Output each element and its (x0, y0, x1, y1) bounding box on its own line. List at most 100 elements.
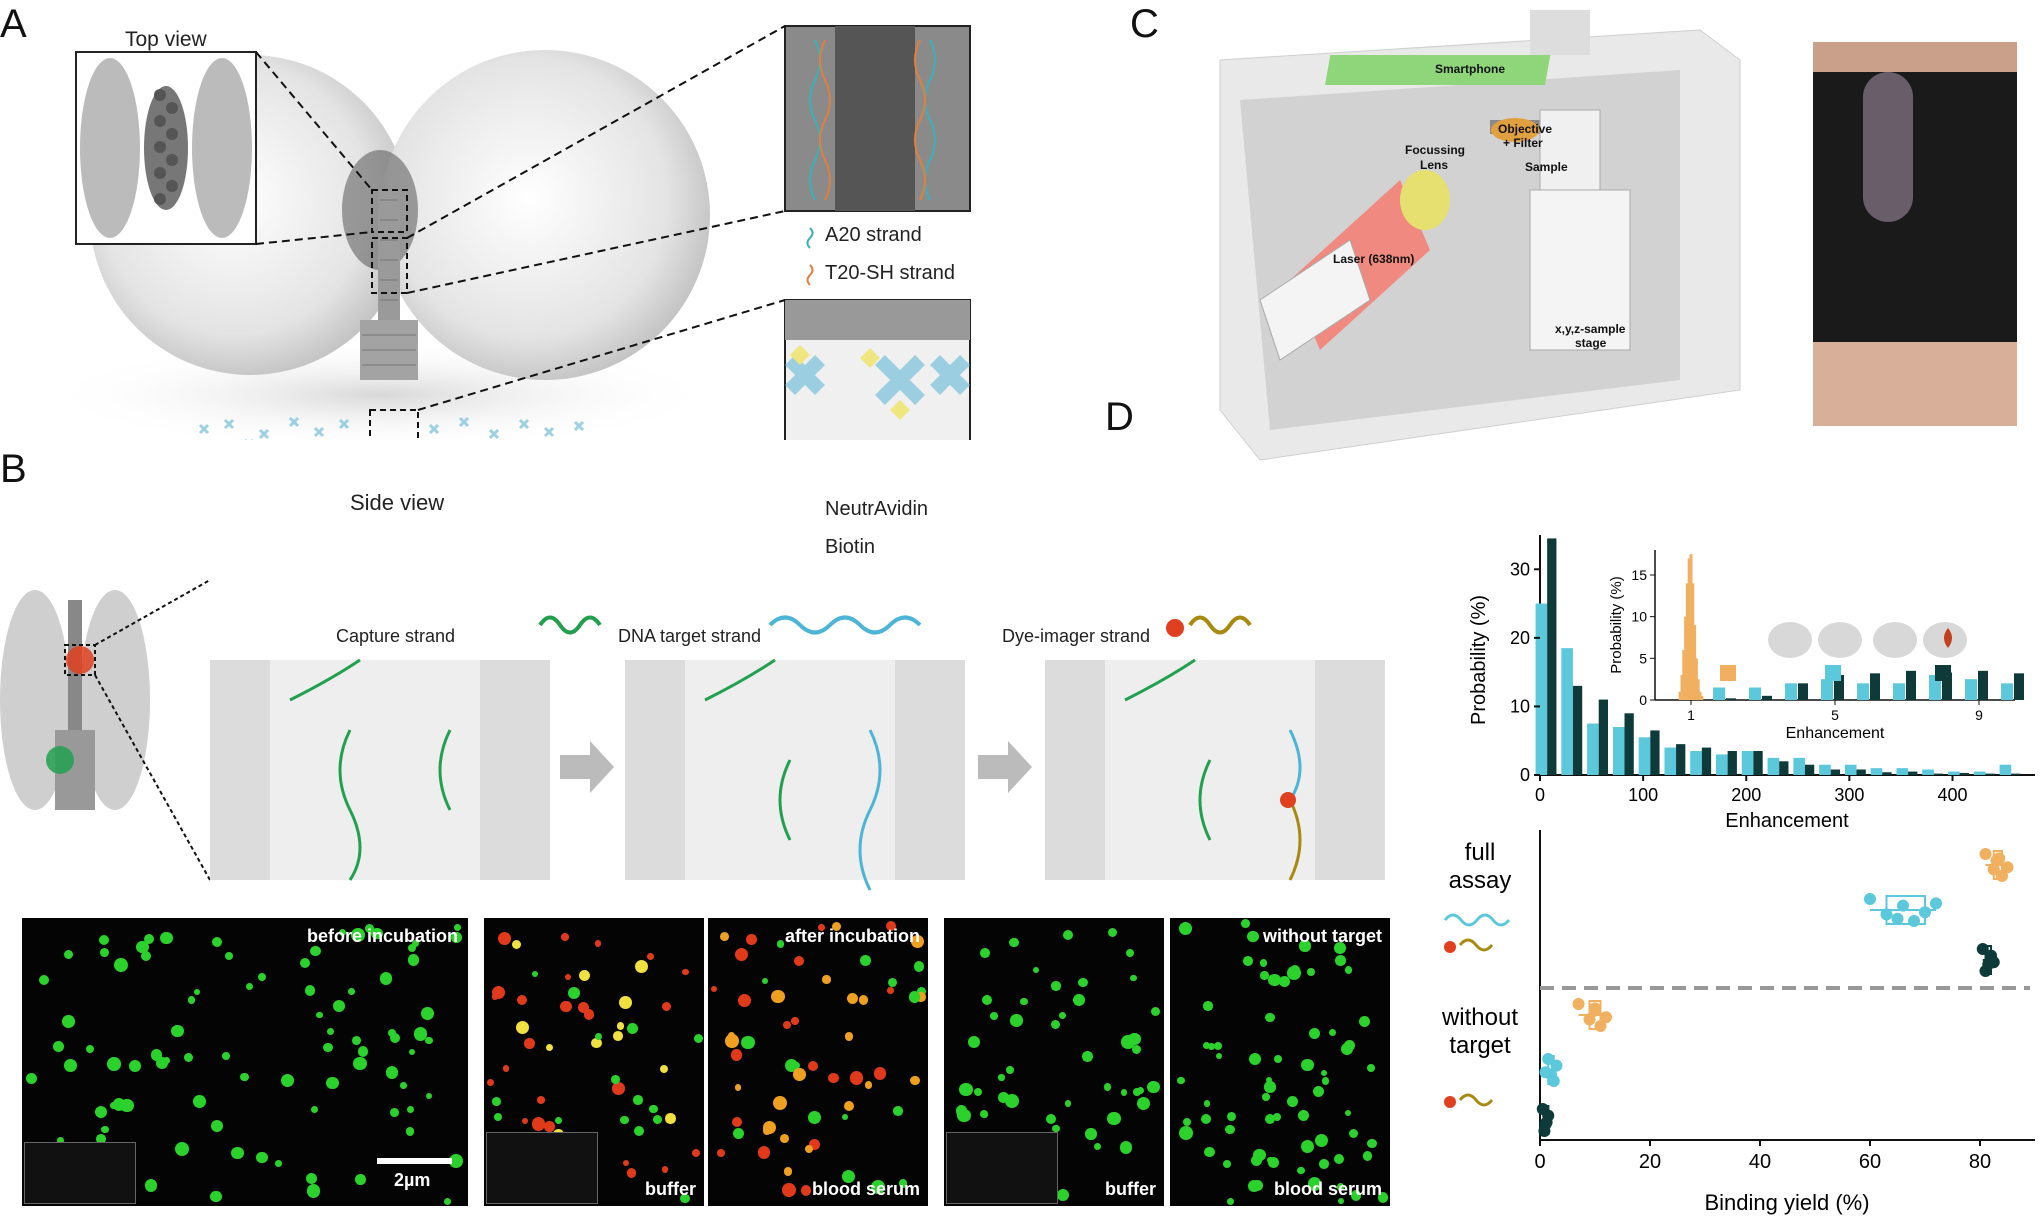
fluorescent-spot (980, 1110, 989, 1119)
fluorescent-spot (1249, 1052, 1262, 1066)
fluorescent-spot (63, 950, 73, 960)
inset-bar-dark (1762, 695, 1772, 700)
fluorescent-spot (1358, 1016, 1371, 1028)
fluorescent-spot (1264, 1081, 1276, 1093)
inset-bar-orange (1689, 554, 1693, 700)
fluorescent-spot (1103, 1083, 1111, 1091)
fluorescent-spot (1078, 977, 1088, 988)
hist-bar-light (1664, 747, 1677, 775)
hist-bar-light (1741, 751, 1754, 775)
hist-bar-dark (1650, 730, 1660, 775)
fluorescent-spot (844, 1032, 853, 1041)
row-label-full-1: full (1465, 839, 1496, 866)
caption-without-target: without target (1263, 926, 1382, 946)
scatter-xtick-label: 20 (1639, 1151, 1661, 1173)
row-icon-dye (1444, 941, 1456, 953)
fluorescent-spot (113, 957, 128, 972)
fluorescent-spot (741, 1036, 755, 1050)
inset-ylabel: Probability (%) (1608, 576, 1625, 674)
inset-ytick-label: 15 (1631, 567, 1647, 583)
fluorescent-spot (1208, 1042, 1215, 1050)
fluorescent-spot (781, 1182, 796, 1197)
inset-xtick-label: 9 (1975, 707, 1983, 723)
dye-imager-strand-label: Dye-imager strand (1002, 626, 1151, 646)
inset-bar-dark (2014, 673, 2024, 700)
fluorescent-spot (730, 1049, 743, 1061)
fluorescent-spot (1057, 1188, 1070, 1201)
fluorescent-spot (565, 974, 572, 981)
fluorescent-spot (299, 958, 311, 969)
fluorescent-spot (910, 934, 924, 948)
hist-bar-light (1922, 769, 1934, 775)
inset-bar-orange (1682, 650, 1686, 700)
fluorescent-spot (1051, 981, 1061, 991)
fluorescent-spot (620, 1115, 629, 1125)
fluorescent-spot (407, 943, 416, 952)
fluorescent-spot (338, 928, 346, 936)
hist-bar-light (1870, 768, 1883, 775)
hist-bar-light (1896, 768, 1909, 775)
fluorescent-spot (616, 1022, 624, 1030)
fluorescent-spot (734, 1084, 742, 1091)
fluorescent-spot (1313, 1086, 1325, 1098)
hist-bar-light (1716, 754, 1728, 775)
fluorescent-spot (595, 1033, 603, 1041)
fluorescent-spot (99, 934, 110, 946)
fluorescent-spot (1203, 1001, 1213, 1011)
fluorescent-spot (444, 1197, 452, 1205)
micrograph-serum-after: after incubation blood serum (708, 918, 928, 1206)
fluorescent-spot (1072, 993, 1085, 1006)
fluorescent-spot (1107, 1111, 1121, 1125)
hist-bar-dark (1908, 771, 1918, 775)
row-icon-dye-2 (1444, 1096, 1456, 1108)
fluorescent-spot (777, 940, 785, 948)
scatter-point (1987, 956, 2000, 969)
fluorescent-spot (1119, 1140, 1133, 1154)
hist-bar-light (1612, 727, 1625, 775)
fluorescent-spot (612, 1082, 625, 1095)
fluorescent-spot (746, 934, 757, 945)
fluorescent-spot (516, 994, 527, 1005)
fluorescent-spot (757, 1146, 770, 1159)
hist-ytick-label: 30 (1510, 559, 1530, 579)
fluorescent-spot (782, 1020, 791, 1029)
fluorescent-spot (160, 932, 173, 945)
fluorescent-spot (352, 1036, 362, 1046)
hist-xtick-label: 100 (1628, 785, 1658, 805)
fluorescent-spot (1064, 1100, 1072, 1107)
fluorescent-spot (175, 1142, 190, 1157)
micrograph-buffer-without: buffer (944, 918, 1164, 1206)
fluorescent-spot (355, 1174, 367, 1185)
inset-bar-dark (1834, 675, 1844, 700)
scatter-point (1550, 1059, 1563, 1072)
fluorescent-spot (56, 1137, 64, 1145)
fluorescent-spot (1136, 1086, 1145, 1095)
panel-letter-b: B (0, 447, 27, 491)
fluorescent-spot (973, 1087, 982, 1096)
hist-xlabel: Enhancement (1725, 810, 1849, 832)
panel-letter-d: D (1105, 395, 1134, 439)
scatter-point (1930, 897, 1942, 910)
fluorescent-spot (136, 941, 149, 954)
fluorescent-spot (1343, 1039, 1355, 1051)
device-photo (1813, 42, 2017, 426)
label-focussing: Focussing (1405, 143, 1466, 157)
fluorescent-spot (955, 1105, 968, 1117)
fluorescent-spot (26, 1072, 38, 1084)
fluorescent-spot (828, 1072, 839, 1084)
hist-bar-dark (1753, 751, 1763, 775)
fluorescent-spot (627, 1022, 639, 1034)
fluorescent-spot (998, 1074, 1005, 1081)
fluorescent-spot (1300, 1058, 1314, 1072)
fluorescent-spot (1328, 1028, 1337, 1037)
fluorescent-spot (1299, 940, 1311, 952)
inset-ytick-label: 5 (1639, 650, 1647, 666)
scatter-point (1547, 1075, 1560, 1087)
fluorescent-spot (1264, 1012, 1275, 1023)
legend-antenna-b (1818, 622, 1862, 658)
scatter-point (1594, 1020, 1607, 1032)
fluorescent-spot (96, 1134, 107, 1144)
inset-xtick-label: 1 (1687, 707, 1695, 723)
panel-letter-c: C (1130, 2, 1159, 46)
fluorescent-spot (1120, 1089, 1128, 1096)
